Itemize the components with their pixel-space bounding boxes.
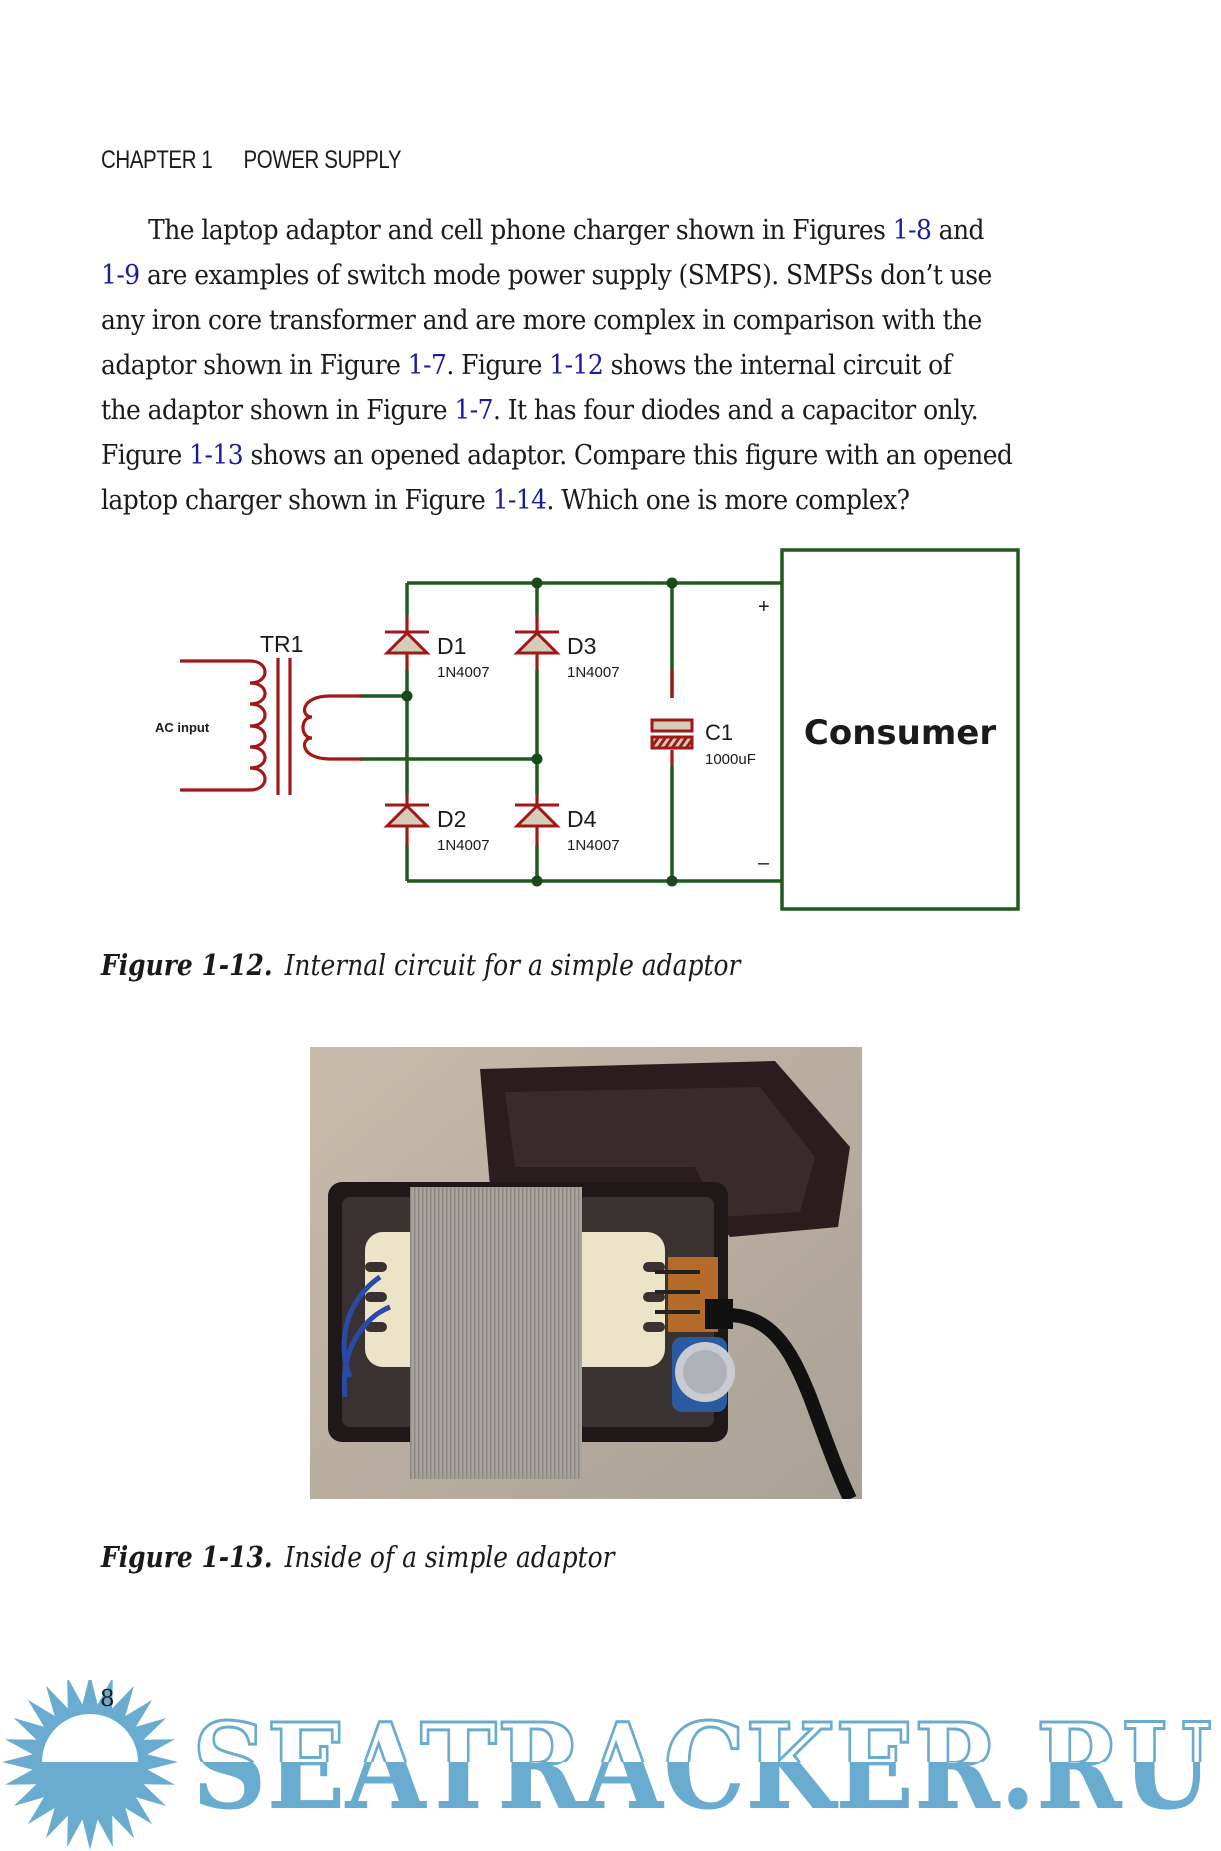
capacitor-c1 (650, 718, 694, 750)
paragraph-line: the adaptor shown in Figure 1-7. It has … (101, 388, 1017, 433)
watermark-text: SEATRACKER.RU (192, 1697, 1212, 1836)
paragraph-text: . It has four diodes and a capacitor onl… (492, 395, 979, 426)
junction-dot (666, 577, 678, 589)
figure-reference-link[interactable]: 1-7 (407, 350, 447, 381)
figure-reference-link[interactable]: 1-13 (189, 440, 244, 471)
junction-dot (531, 577, 543, 589)
transformer-primary-coil (249, 659, 267, 792)
paragraph-line: 1-9 are examples of switch mode power su… (101, 253, 1017, 298)
consumer-label: Consumer (804, 713, 996, 753)
junction-dot (401, 690, 413, 702)
figure-12-text: Internal circuit for a simple adaptor (284, 948, 741, 982)
paragraph-text: are examples of switch mode power supply… (139, 260, 992, 291)
body-paragraph: The laptop adaptor and cell phone charge… (101, 208, 1017, 523)
circuit-diagram: AC input TR1 C1 1000uF + – Consumer D1 1N… (155, 548, 1020, 911)
paragraph-text: any iron core transformer and are more c… (101, 305, 982, 336)
adaptor-photo (310, 1047, 862, 1499)
diode-ref-label: D3 (567, 633, 596, 659)
diode-ref-label: D4 (567, 806, 597, 832)
plus-terminal-label: + (758, 596, 770, 618)
figure-reference-link[interactable]: 1-7 (454, 395, 493, 426)
diode-part-label: 1N4007 (567, 664, 620, 681)
paragraph-text: the adaptor shown in Figure (101, 395, 455, 426)
junction-dot (531, 753, 543, 765)
figure-13-number: Figure 1-13. (101, 1540, 273, 1574)
figure-reference-link[interactable]: 1-8 (892, 215, 932, 246)
junction-dot (531, 875, 543, 887)
running-head: CHAPTER 1 POWER SUPPLY (101, 146, 402, 175)
sun-logo-icon (2, 1680, 178, 1850)
sun-rays (2, 1680, 178, 1850)
figure-13-text: Inside of a simple adaptor (284, 1540, 615, 1574)
paragraph-text: . Figure (446, 350, 550, 381)
capacitor-value-label: 1000uF (705, 751, 756, 768)
paragraph-text: laptop charger shown in Figure (101, 485, 493, 516)
figure-reference-link[interactable]: 1-9 (101, 260, 140, 291)
diode-ref-label: D1 (437, 633, 466, 659)
chapter-label: CHAPTER 1 (101, 146, 213, 174)
chapter-title: POWER SUPPLY (243, 146, 402, 174)
consumer-load-box (780, 548, 1020, 911)
paragraph-text: . Which one is more complex? (546, 485, 911, 516)
page-number: 8 (100, 1686, 115, 1712)
paragraph-line: any iron core transformer and are more c… (101, 298, 1017, 343)
figure-12-number: Figure 1-12. (101, 948, 273, 982)
transformer-core (276, 658, 292, 795)
minus-terminal-label: – (758, 852, 770, 874)
watermark: SEATRACKER.RU SEATRACKER.RU (2, 1680, 1214, 1850)
figure-reference-link[interactable]: 1-14 (492, 485, 547, 516)
paragraph-text: Figure (101, 440, 190, 471)
figure-reference-link[interactable]: 1-12 (549, 350, 604, 381)
ac-input-label: AC input (155, 720, 210, 735)
transformer-secondary-lead (330, 694, 362, 761)
power-cord (719, 1307, 857, 1499)
transformer-label: TR1 (260, 631, 303, 657)
paragraph-text: adaptor shown in Figure (101, 350, 408, 381)
diode-ref-label: D2 (437, 806, 466, 832)
diode-d1 (383, 630, 431, 655)
diode-part-label: 1N4007 (567, 837, 620, 854)
paragraph-line: adaptor shown in Figure 1-7. Figure 1-12… (101, 343, 1017, 388)
paragraph-text: shows an opened adaptor. Compare this fi… (243, 440, 1013, 471)
transformer-laminations (410, 1187, 582, 1479)
capacitor-ref-label: C1 (705, 720, 733, 745)
paragraph-line: The laptop adaptor and cell phone charge… (101, 208, 1017, 253)
paragraph-line: laptop charger shown in Figure 1-14. Whi… (101, 478, 1017, 523)
junction-dot (666, 875, 678, 887)
diode-d4 (513, 803, 561, 828)
watermark-text-upper: SEATRACKER.RU (192, 1697, 1212, 1836)
diode-part-label: 1N4007 (437, 664, 490, 681)
paragraph-text: and (931, 215, 985, 246)
figure-13-caption: Figure 1-13. Inside of a simple adaptor (101, 1540, 615, 1574)
transformer-secondary-coil (301, 694, 331, 761)
sun-horizon (42, 1714, 138, 1762)
diode-d3 (513, 630, 561, 655)
diode-d2 (383, 803, 431, 828)
figure-12-caption: Figure 1-12. Internal circuit for a simpl… (101, 948, 740, 982)
diode-part-label: 1N4007 (437, 837, 490, 854)
paragraph-text: The laptop adaptor and cell phone charge… (148, 215, 893, 246)
paragraph-line: Figure 1-13 shows an opened adaptor. Com… (101, 433, 1017, 478)
paragraph-text: shows the internal circuit of (603, 350, 952, 381)
